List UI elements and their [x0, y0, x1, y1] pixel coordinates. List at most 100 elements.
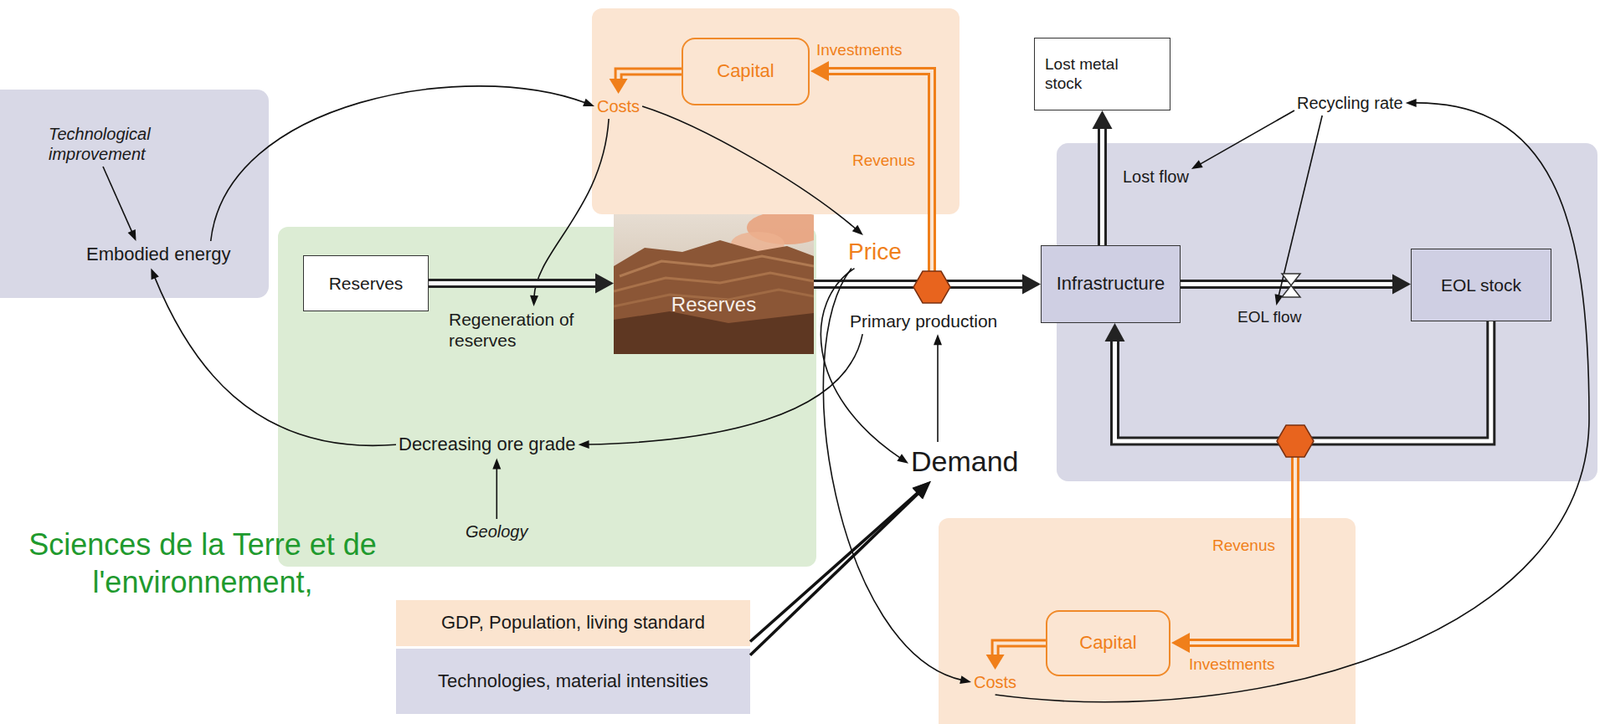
causal-arrow	[492, 457, 501, 520]
flow-connector	[428, 273, 614, 294]
market-hexagon	[913, 271, 951, 304]
arrow-head	[1275, 293, 1284, 306]
arrow-head	[582, 98, 595, 107]
photo-smoke	[730, 231, 785, 256]
causal-arrow	[642, 106, 864, 236]
arrow-head	[896, 453, 909, 464]
driver-label: Geology	[463, 519, 531, 545]
connector-line	[428, 278, 597, 289]
connector-line	[820, 268, 901, 459]
stock-box: EOL stock	[1410, 248, 1552, 322]
valve-symbol	[1281, 273, 1301, 298]
causal-arrow	[1191, 110, 1295, 170]
photo-terrace	[613, 272, 814, 292]
demand-label: Demand	[908, 442, 1022, 482]
connector-line	[1199, 110, 1296, 165]
connector-line	[995, 102, 1590, 703]
domain-panel: Technological improvementEmbodied energy	[0, 89, 269, 299]
node-text: Demand	[910, 445, 1019, 478]
arrow-head	[1392, 274, 1411, 295]
node-text: Reserves	[671, 293, 757, 318]
arrow-head	[912, 481, 932, 500]
node-text: Lost flow	[1122, 167, 1189, 186]
node-text: Primary production	[849, 311, 998, 331]
flow-head	[1171, 632, 1190, 654]
cost-label: Costs	[594, 93, 643, 119]
watermark-note: Sciences de la Terre et de l'environneme…	[28, 527, 377, 600]
node-text: Infrastructure	[1056, 272, 1166, 295]
connector-line	[995, 643, 1046, 658]
flow-label: Revenus	[852, 151, 916, 170]
arrow-head	[128, 229, 137, 242]
economy-panel: CapitalCosts	[938, 518, 1356, 724]
arrow-head	[492, 457, 501, 469]
causal-arrow	[933, 334, 942, 443]
node-text: Costs	[596, 97, 640, 116]
node-text: GDP, Population, living standard	[441, 612, 705, 634]
stock-box: Reserves	[303, 255, 429, 312]
flow-label: Investments	[1188, 655, 1275, 674]
photo-terrace	[613, 289, 814, 307]
driver-arrow	[750, 481, 932, 643]
connector-line	[1115, 321, 1492, 442]
variable-label: Primary production	[847, 308, 1000, 335]
label-holder: Sciences de la Terre et de l'environneme…	[18, 525, 387, 602]
connector-line	[534, 118, 609, 298]
flow-connector	[1092, 110, 1113, 246]
connector-line	[154, 277, 397, 447]
price-label: Price	[845, 235, 905, 269]
cost-label: Costs	[971, 669, 1019, 695]
flow-label: Investments	[816, 41, 902, 59]
stock-box: Lost metal stock	[1034, 37, 1171, 111]
connector-line	[1097, 127, 1107, 246]
causal-arrow	[210, 86, 595, 242]
driver-band: Technologies, material intensities	[396, 648, 751, 715]
photo-hill	[613, 240, 814, 355]
node-text: Regeneration of reserves	[448, 309, 574, 350]
causal-arrow	[1275, 115, 1323, 306]
revenue-flow	[1188, 457, 1296, 644]
node-text: Price	[848, 238, 902, 265]
photo-terrace	[619, 256, 814, 277]
causal-arrow	[823, 268, 972, 685]
causal-arrow	[578, 334, 864, 449]
connector-line	[1278, 115, 1323, 297]
connector-line	[618, 72, 682, 82]
market-hexagon	[1276, 425, 1314, 458]
connector-line	[995, 643, 1046, 658]
revenue-flow	[827, 71, 932, 273]
arrow-head	[912, 481, 932, 500]
connector-line	[823, 268, 963, 681]
causal-arrow	[150, 267, 397, 446]
photo-frame: Reserves	[613, 214, 814, 355]
node-text: Costs	[973, 673, 1017, 692]
connector-line	[936, 343, 939, 443]
node-text: Capital	[716, 60, 774, 83]
flow-label: Revenus	[1212, 536, 1276, 555]
variable-label: Lost flow	[1120, 164, 1192, 190]
arrow-head	[959, 675, 972, 685]
driver-label: Technological improvement	[46, 121, 189, 167]
connector-line	[1180, 282, 1395, 287]
stock-box: Infrastructure	[1040, 245, 1181, 324]
society-panel: Lost flowInfrastructureEOL flow EOL stock	[1056, 143, 1598, 482]
connector-line	[642, 106, 857, 230]
connector-line	[1100, 127, 1105, 246]
arrow-head	[1105, 323, 1126, 342]
connector-line	[813, 282, 1024, 287]
connector-line	[495, 467, 498, 520]
capital-box: Capital	[681, 37, 810, 106]
node-text: Embodied energy	[86, 243, 231, 265]
node-text: Lost metal stock	[1044, 55, 1154, 94]
node-text: Technological improvement	[48, 124, 151, 164]
arrow-head	[1405, 98, 1417, 108]
driver-arrow	[750, 481, 932, 656]
causal-arrow	[529, 118, 609, 307]
connector-line	[1180, 279, 1395, 289]
label-holder: Revenus	[1212, 535, 1276, 556]
variable-label: Recycling rate	[1294, 90, 1406, 116]
capital-flow	[986, 643, 1046, 671]
variable-label: EOL flow	[1234, 305, 1304, 330]
arrow-head	[150, 267, 160, 280]
